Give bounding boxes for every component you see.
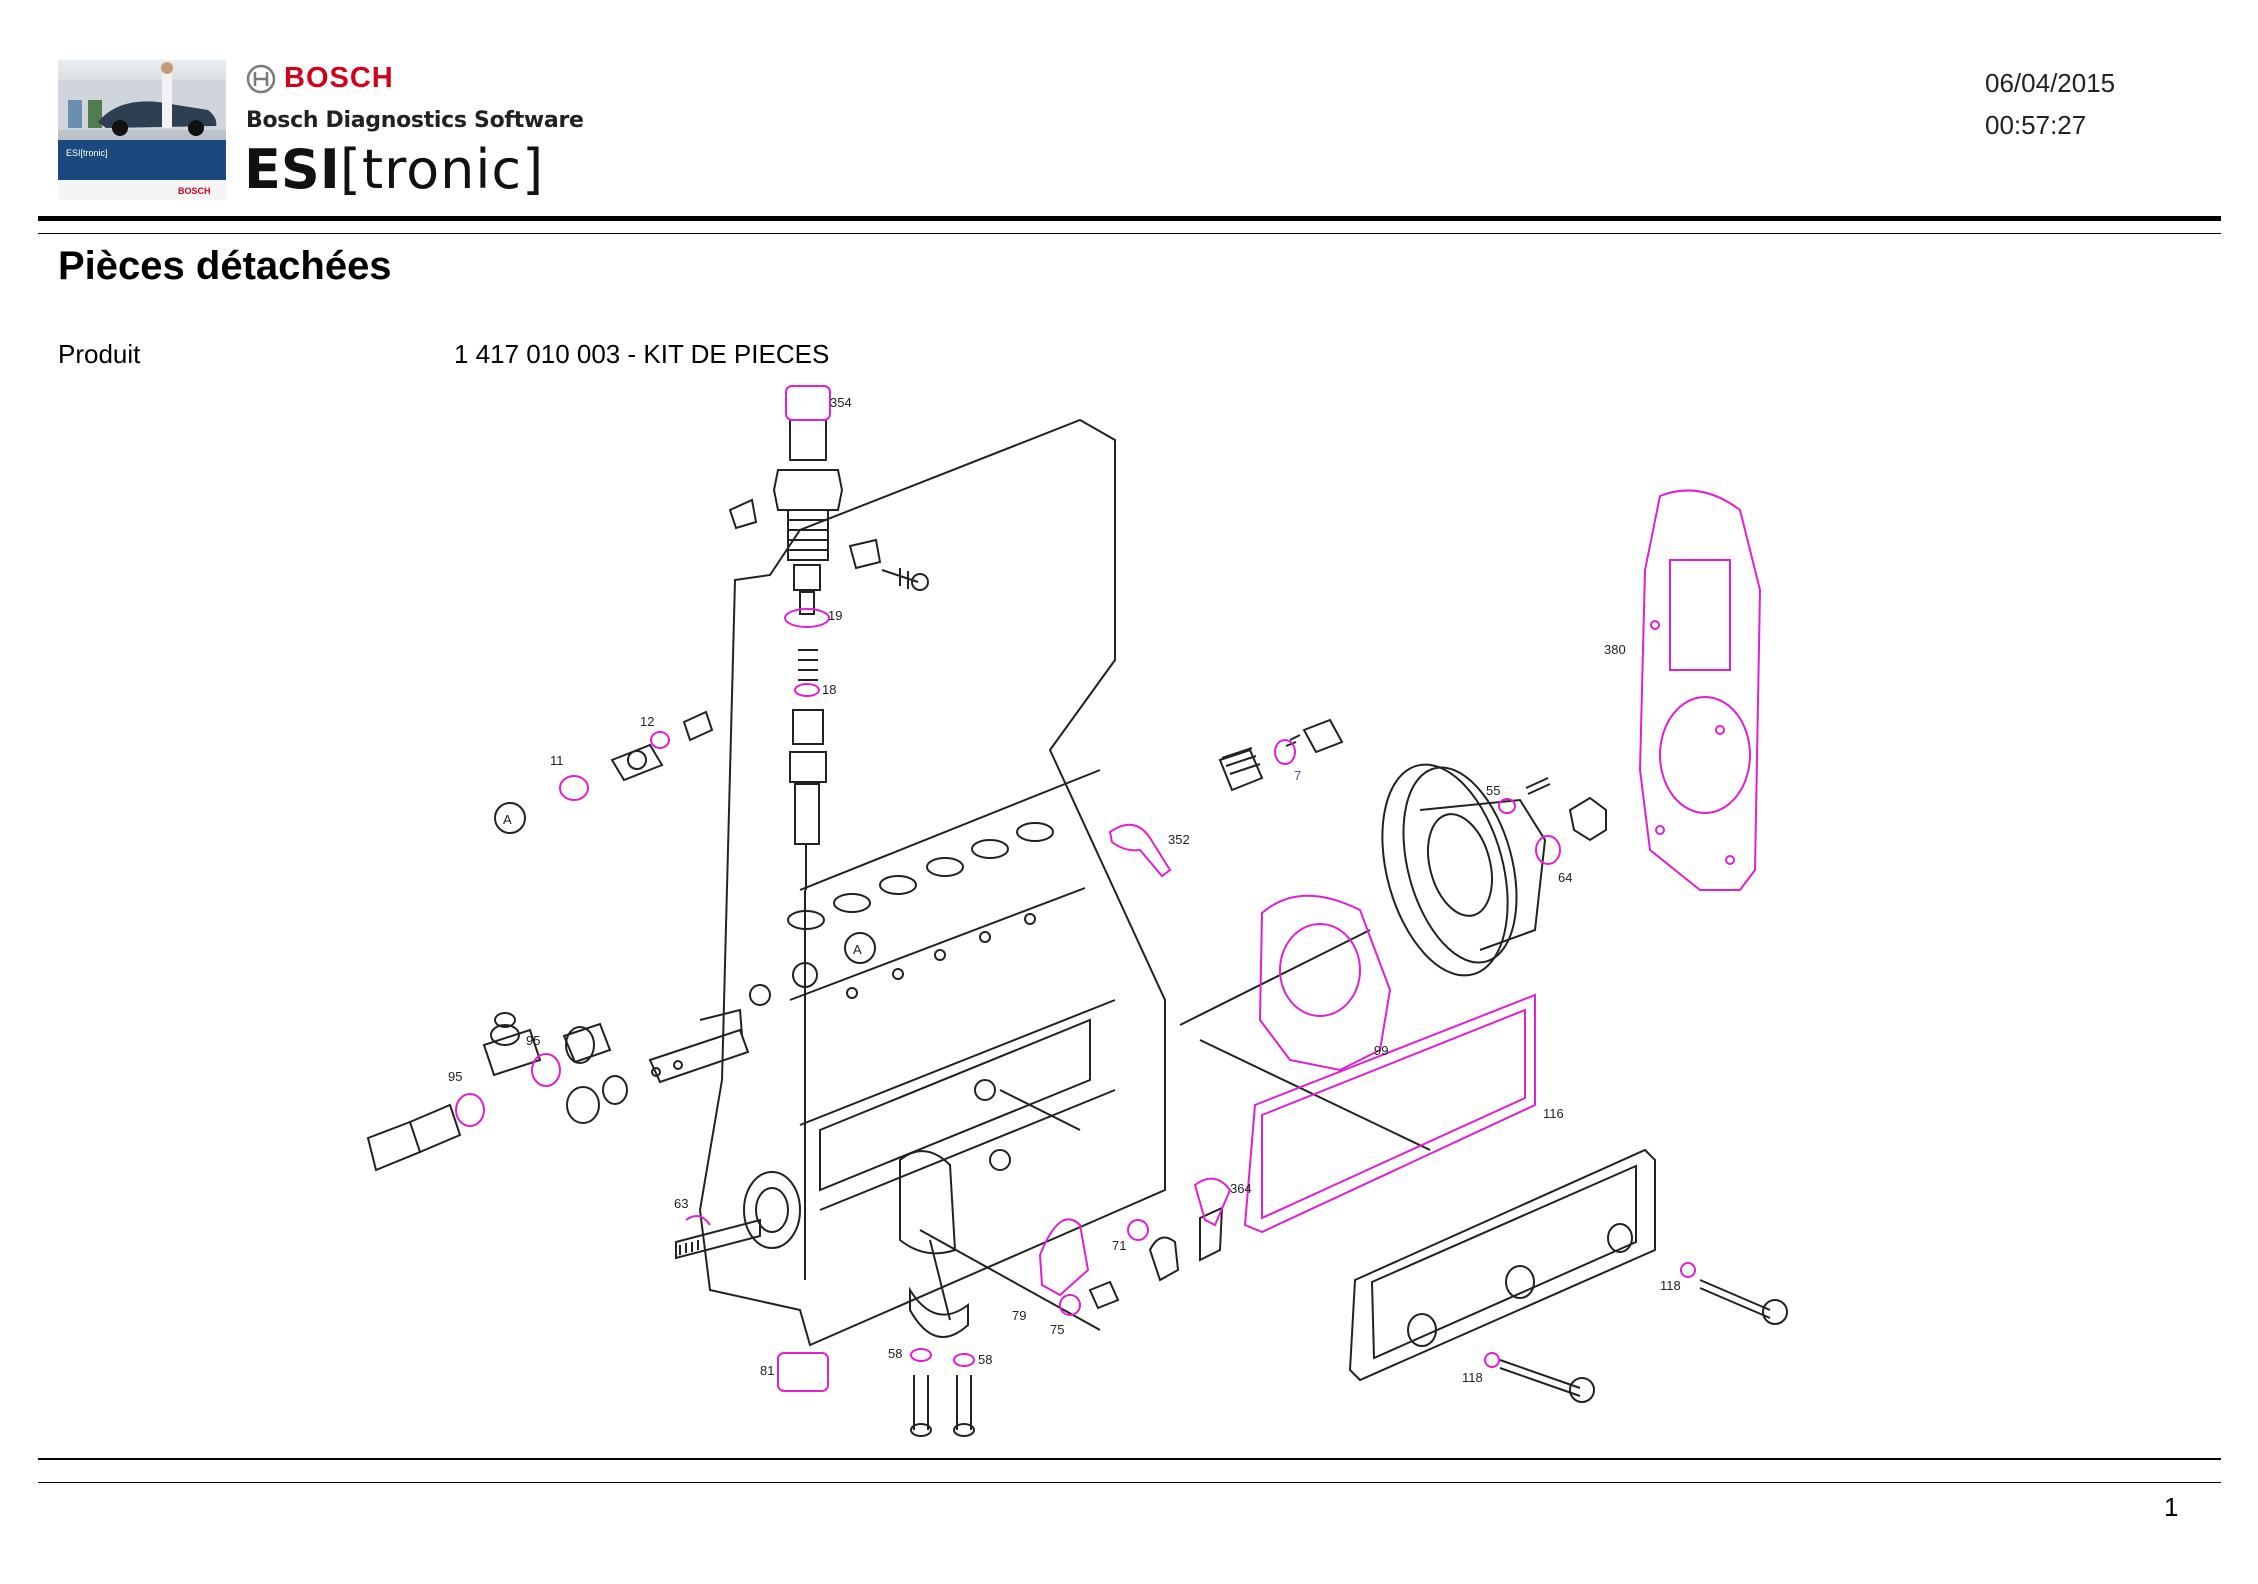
app-name-bold: ESI <box>244 138 340 201</box>
part-18 <box>794 683 820 697</box>
callout-19: 19 <box>828 608 842 623</box>
print-date: 06/04/2015 <box>1985 68 2116 98</box>
callout-11: 11 <box>550 753 564 768</box>
part-95-left <box>455 1093 485 1127</box>
callout-64: 64 <box>1558 870 1572 885</box>
callout-18: 18 <box>822 682 836 697</box>
callout-79: 79 <box>1012 1308 1026 1323</box>
app-name: ESI[tronic] <box>244 138 544 201</box>
header-divider <box>38 216 2221 221</box>
end-cover-plate <box>919 1089 1788 1403</box>
callout-58-right: 58 <box>978 1352 992 1367</box>
thumb-title: ESI[tronic] <box>66 148 108 158</box>
callout-95-left: 95 <box>448 1069 462 1084</box>
product-label: Produit <box>58 339 141 369</box>
part-354 <box>785 385 831 421</box>
part-55 <box>1498 798 1516 814</box>
part-118-left <box>1484 1352 1500 1368</box>
brand-name: BOSCH <box>284 62 394 94</box>
part-116 <box>1243 993 1536 1234</box>
esitronic-cover-thumbnail: ESI[tronic] BOSCH <box>58 60 226 200</box>
pump-housing <box>675 418 1166 1347</box>
header-divider-thin <box>38 233 2221 234</box>
callout-75: 75 <box>1050 1322 1064 1337</box>
product-line: Bosch Diagnostics Software <box>246 108 584 133</box>
callout-364: 364 <box>1230 1181 1252 1196</box>
callout-71: 71 <box>1112 1238 1126 1253</box>
footer-divider-thin <box>38 1482 2221 1483</box>
part-58-right <box>953 1353 975 1367</box>
part-19 <box>784 608 830 628</box>
part-58-left <box>910 1348 932 1362</box>
callout-58-left: 58 <box>888 1346 902 1361</box>
part-11 <box>559 775 589 801</box>
print-time: 00:57:27 <box>1985 110 2087 140</box>
exploded-parts-diagram: 354 19 18 12 11 A A 7 352 55 64 380 99 9… <box>0 370 2258 1450</box>
callout-116: 116 <box>1543 1106 1564 1121</box>
bottom-small-parts <box>909 1206 1224 1437</box>
callout-labels: 354 19 18 12 11 A A 7 352 55 64 380 99 9… <box>448 395 1681 1385</box>
callout-7: 7 <box>1294 768 1301 783</box>
callout-a-left: A <box>503 812 512 827</box>
page-number: 1 <box>2164 1492 2179 1522</box>
thumb-brand: BOSCH <box>178 186 211 196</box>
callout-63: 63 <box>674 1196 688 1211</box>
footer-divider <box>38 1458 2221 1460</box>
callout-12: 12 <box>640 714 654 729</box>
bosch-armature-icon <box>246 64 276 93</box>
part-75 <box>1059 1294 1081 1316</box>
callout-354: 354 <box>830 395 852 410</box>
callout-99: 99 <box>1374 1043 1388 1058</box>
callout-380: 380 <box>1604 642 1626 657</box>
delivery-valve-assembly <box>728 419 929 890</box>
callout-118-right: 118 <box>1660 1278 1681 1293</box>
part-64 <box>1535 835 1561 865</box>
callout-352: 352 <box>1168 832 1190 847</box>
callout-81: 81 <box>760 1363 774 1378</box>
part-380 <box>1638 489 1762 891</box>
part-79 <box>1038 1218 1090 1297</box>
part-99 <box>1258 894 1392 1072</box>
callout-95-right: 95 <box>526 1033 540 1048</box>
part-81 <box>777 1352 829 1392</box>
left-fittings <box>366 710 750 1172</box>
part-352 <box>1108 823 1172 878</box>
part-12 <box>650 731 670 749</box>
right-side-parts <box>1179 718 1607 1151</box>
callout-a-right: A <box>853 942 862 957</box>
callout-55: 55 <box>1486 783 1500 798</box>
callout-118-left: 118 <box>1462 1370 1483 1385</box>
product-value: 1 417 010 003 - KIT DE PIECES <box>454 339 830 369</box>
part-71 <box>1127 1219 1149 1241</box>
part-63 <box>685 1215 711 1226</box>
part-95-right <box>531 1053 561 1087</box>
part-7 <box>1274 739 1296 765</box>
part-118-right <box>1680 1262 1696 1278</box>
part-364 <box>1193 1177 1232 1227</box>
kit-parts-highlighted <box>455 385 1762 1392</box>
page-title: Pièces détachées <box>58 244 392 288</box>
app-name-rest: [tronic] <box>339 138 545 201</box>
bosch-logo: BOSCH <box>246 62 394 95</box>
